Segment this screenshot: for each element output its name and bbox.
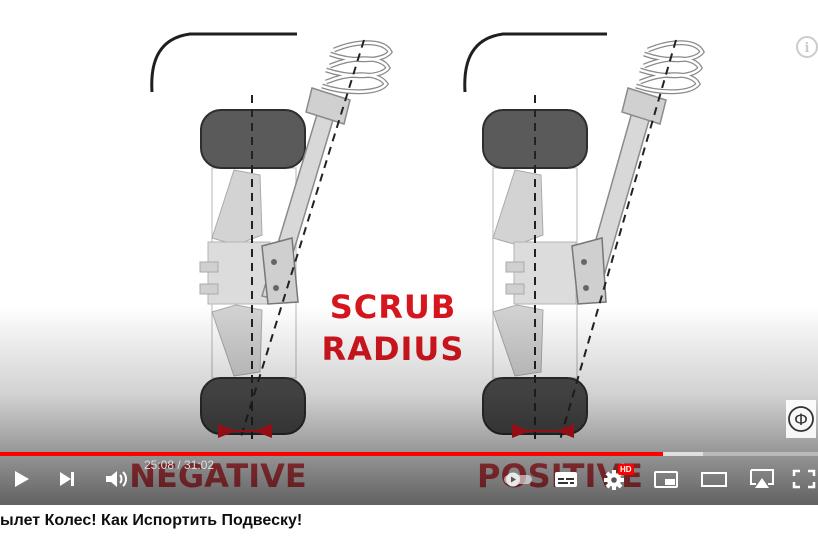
channel-watermark-icon[interactable]: Ф xyxy=(786,400,816,438)
subtitles-icon xyxy=(555,472,577,487)
play-button[interactable] xyxy=(4,458,38,500)
video-frame: SCRUB RADIUS NEGATIVE POSITIVE xyxy=(129,32,705,495)
player-controls: HD xyxy=(0,458,818,500)
scrub-label: SCRUB xyxy=(330,288,457,326)
info-icon[interactable]: i xyxy=(796,36,818,58)
miniplayer-icon xyxy=(654,471,678,488)
volume-icon xyxy=(106,471,127,487)
next-button[interactable] xyxy=(50,458,84,500)
fullscreen-button[interactable] xyxy=(790,458,818,500)
play-icon xyxy=(15,471,29,487)
mute-button[interactable] xyxy=(100,458,134,500)
radius-label: RADIUS xyxy=(322,330,465,368)
settings-button[interactable]: HD xyxy=(596,458,636,500)
time-separator: / xyxy=(174,458,185,472)
progress-played xyxy=(0,452,663,456)
video-player[interactable]: SCRUB RADIUS NEGATIVE POSITIVE i Ф xyxy=(0,0,818,505)
theater-mode-icon xyxy=(701,472,727,487)
subtitles-button[interactable] xyxy=(546,458,586,500)
left-wheel-diagram xyxy=(150,32,393,441)
time-total: 31:02 xyxy=(184,458,215,472)
autoplay-toggle[interactable] xyxy=(498,458,538,500)
time-display: 25:08 / 31:02 xyxy=(144,458,214,500)
right-wheel-diagram xyxy=(463,32,705,441)
progress-bar[interactable] xyxy=(0,452,818,456)
channel-watermark-text: Ф xyxy=(794,410,808,429)
next-icon xyxy=(60,472,74,486)
cast-icon xyxy=(750,469,774,488)
miniplayer-button[interactable] xyxy=(646,458,686,500)
time-current: 25:08 xyxy=(144,458,175,472)
video-title[interactable]: ылет Колес! Как Испортить Подвеску! xyxy=(0,512,303,529)
hd-badge: HD xyxy=(618,464,634,475)
theater-mode-button[interactable] xyxy=(694,458,734,500)
cast-button[interactable] xyxy=(742,458,782,500)
settings-icon xyxy=(604,470,624,490)
fullscreen-icon xyxy=(792,469,816,489)
autoplay-toggle-icon xyxy=(504,472,532,487)
progress-buffered xyxy=(662,452,704,456)
